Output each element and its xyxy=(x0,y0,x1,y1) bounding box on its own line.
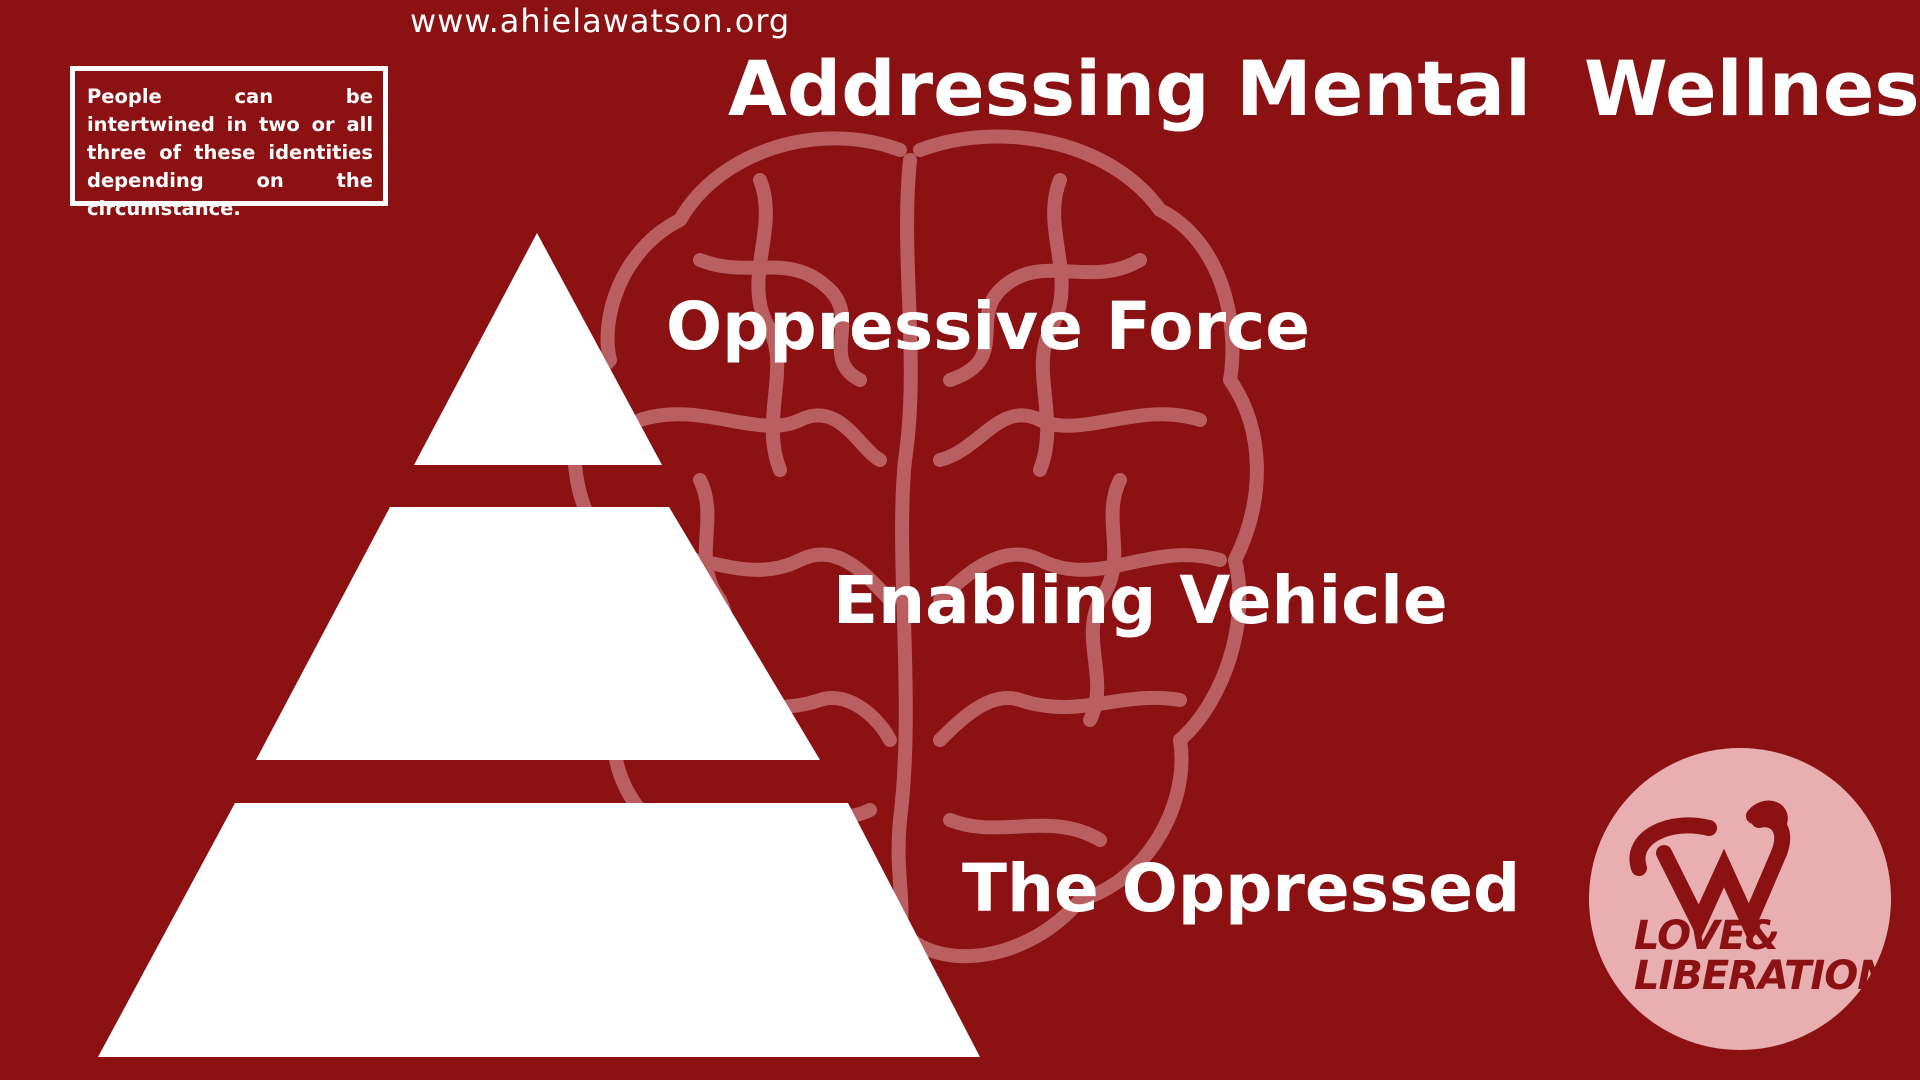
note-text: People can be intertwined in two or all … xyxy=(87,85,373,220)
logo-text-line1: LOVE& xyxy=(1634,913,1780,959)
tier-label-the-oppressed: The Oppressed xyxy=(962,850,1521,927)
note-box: People can be intertwined in two or all … xyxy=(70,66,388,220)
tier-label-enabling-vehicle: Enabling Vehicle xyxy=(833,562,1448,639)
pyramid-tier-top xyxy=(414,233,662,465)
pyramid-tier-middle xyxy=(256,507,820,760)
tier-label-oppressive-force: Oppressive Force xyxy=(666,288,1311,365)
website-url[interactable]: www.ahielawatson.org xyxy=(410,2,791,40)
logo-text-line2: LIBERATION xyxy=(1634,953,1891,999)
love-liberation-logo: LOVE& LIBERATION xyxy=(1589,748,1891,1050)
page-title: Addressing Mental Wellness xyxy=(728,44,1920,133)
pyramid-tier-bottom xyxy=(98,803,980,1057)
logo-mark-icon xyxy=(1629,800,1791,943)
